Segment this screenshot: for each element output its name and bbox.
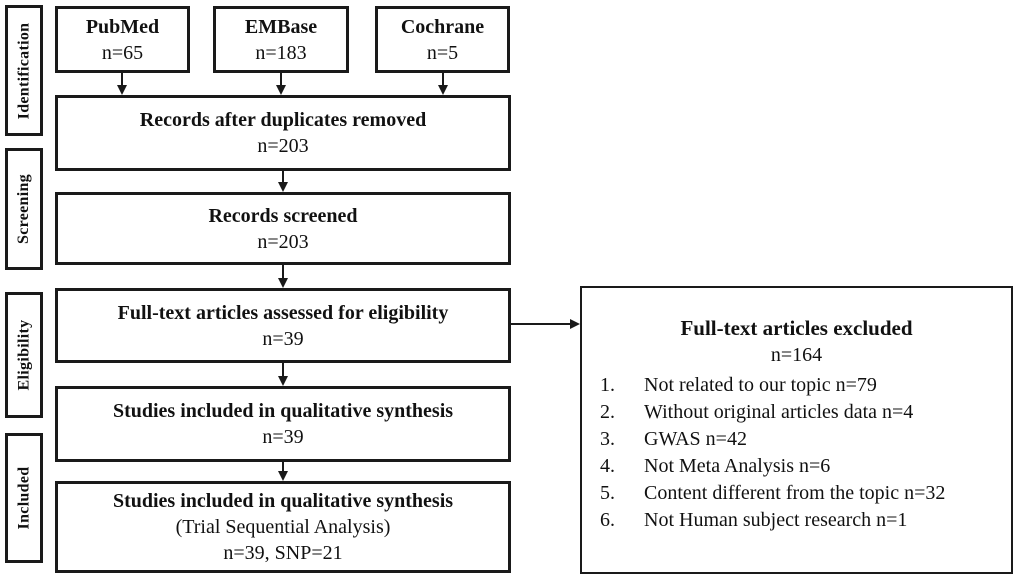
- excluded-reason-item: Not Meta Analysis n=6: [644, 455, 831, 477]
- flow-records-deduplicated-title: Records after duplicates removed: [139, 109, 427, 131]
- excluded-title: Full-text articles excluded: [680, 316, 913, 340]
- source-cochrane-name: Cochrane: [400, 15, 485, 38]
- source-embase-count: n=183: [255, 41, 307, 64]
- stage-identification-label: Identification: [15, 22, 32, 119]
- stage-identification: Identification: [5, 5, 43, 136]
- stage-eligibility: Eligibility: [5, 292, 43, 418]
- flow-box-records-screened: Records screened n=203: [55, 192, 511, 265]
- excluded-count: n=164: [770, 344, 823, 366]
- flow-fulltext-assessed-count: n=39: [262, 327, 304, 350]
- excluded-reason-item: Not Human subject research n=1: [644, 509, 908, 531]
- arrow-fulltext-to-qualitative: [278, 363, 288, 386]
- arrow-pubmed-down: [117, 73, 127, 95]
- source-box-cochrane: Cochrane n=5: [375, 6, 510, 73]
- stage-screening-label: Screening: [15, 174, 32, 244]
- arrow-dedup-to-screened: [278, 171, 288, 192]
- flow-box-records-deduplicated: Records after duplicates removed n=203: [55, 95, 511, 171]
- source-cochrane-count: n=5: [426, 41, 459, 64]
- flow-qualitative-synthesis-count: n=39: [262, 426, 304, 448]
- excluded-reason-list: Not related to our topic n=79 Without or…: [582, 372, 1011, 534]
- stage-included-label: Included: [15, 466, 32, 530]
- source-pubmed-name: PubMed: [85, 15, 160, 38]
- flow-box-qualitative-synthesis: Studies included in qualitative synthesi…: [55, 386, 511, 462]
- arrow-embase-down: [276, 73, 286, 95]
- excluded-reason-item: Content different from the topic n=32: [644, 482, 946, 504]
- flow-box-fulltext-assessed: Full-text articles assessed for eligibil…: [55, 288, 511, 363]
- flow-tsa-subtitle: (Trial Sequential Analysis): [175, 516, 391, 538]
- flow-qualitative-synthesis-title: Studies included in qualitative synthesi…: [112, 400, 454, 422]
- stage-included: Included: [5, 433, 43, 563]
- source-embase-name: EMBase: [244, 15, 318, 38]
- stage-screening: Screening: [5, 148, 43, 270]
- excluded-reason-item: Not related to our topic n=79: [644, 374, 877, 396]
- flow-records-screened-count: n=203: [257, 230, 309, 253]
- flow-fulltext-assessed-title: Full-text articles assessed for eligibil…: [117, 301, 449, 324]
- source-box-embase: EMBase n=183: [213, 6, 349, 73]
- flow-records-screened-title: Records screened: [208, 204, 358, 227]
- arrow-qualitative-to-tsa: [278, 462, 288, 481]
- flow-tsa-title: Studies included in qualitative synthesi…: [112, 490, 454, 512]
- source-box-pubmed: PubMed n=65: [55, 6, 190, 73]
- flow-box-trial-sequential-analysis: Studies included in qualitative synthesi…: [55, 481, 511, 573]
- stage-eligibility-label: Eligibility: [15, 319, 32, 391]
- excluded-box: Full-text articles excluded n=164 Not re…: [580, 286, 1013, 574]
- flow-records-deduplicated-count: n=203: [257, 135, 309, 157]
- arrow-screened-to-fulltext: [278, 265, 288, 288]
- excluded-reason-item: Without original articles data n=4: [644, 401, 914, 423]
- arrow-cochrane-down: [438, 73, 448, 95]
- flow-tsa-count: n=39, SNP=21: [223, 542, 343, 564]
- excluded-reason-item: GWAS n=42: [644, 428, 747, 450]
- source-pubmed-count: n=65: [101, 41, 144, 64]
- arrow-fulltext-to-excluded: [511, 319, 580, 329]
